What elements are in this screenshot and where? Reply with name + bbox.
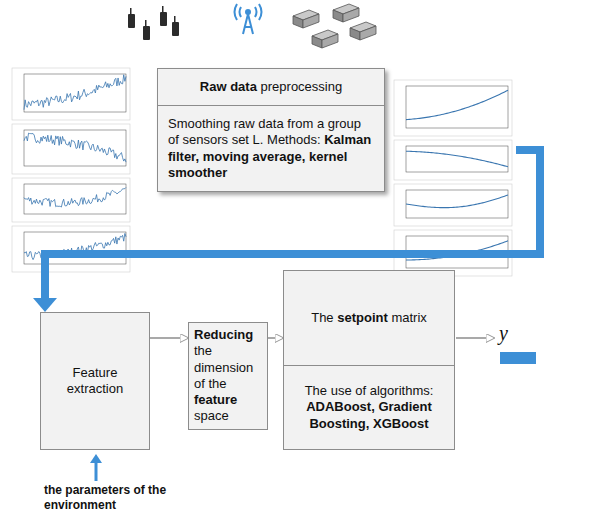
process-box: Reducing the dimension of the feature sp… — [188, 322, 268, 430]
process-box: Raw data preprocessingSmoothing raw data… — [157, 68, 385, 192]
raw-chart — [12, 68, 130, 120]
input-arrow — [90, 454, 102, 481]
process-box: The setpoint matrixThe use of algorithms… — [283, 270, 455, 450]
box-heading: Reducing the dimension of the feature sp… — [189, 323, 267, 429]
box-heading: Feature extraction — [41, 313, 149, 449]
smoothed-chart — [394, 184, 512, 226]
smoothed-chart — [394, 140, 512, 180]
raw-chart — [12, 178, 130, 222]
sensor-icons — [293, 4, 376, 48]
radio-icons — [128, 6, 179, 40]
process-box: Feature extraction — [40, 312, 150, 450]
raw-chart — [12, 124, 130, 174]
output-arrow — [456, 337, 494, 339]
box-heading: The setpoint matrix — [284, 271, 454, 366]
raw-chart — [12, 226, 130, 272]
antenna-icon — [235, 4, 262, 34]
box-heading: Raw data preprocessing — [158, 69, 384, 106]
box-body: Smoothing raw data from a group of senso… — [158, 106, 384, 191]
output-symbol: y — [499, 322, 508, 345]
box-body: The use of algorithms: ADABoost, Gradien… — [284, 366, 454, 449]
flow-arrow — [268, 337, 283, 339]
output-bar — [500, 352, 536, 364]
input-note: the parameters of the environment — [44, 483, 174, 513]
chart-thumbnails — [12, 68, 512, 276]
smoothed-chart — [394, 80, 512, 136]
flow-arrow — [150, 337, 188, 339]
